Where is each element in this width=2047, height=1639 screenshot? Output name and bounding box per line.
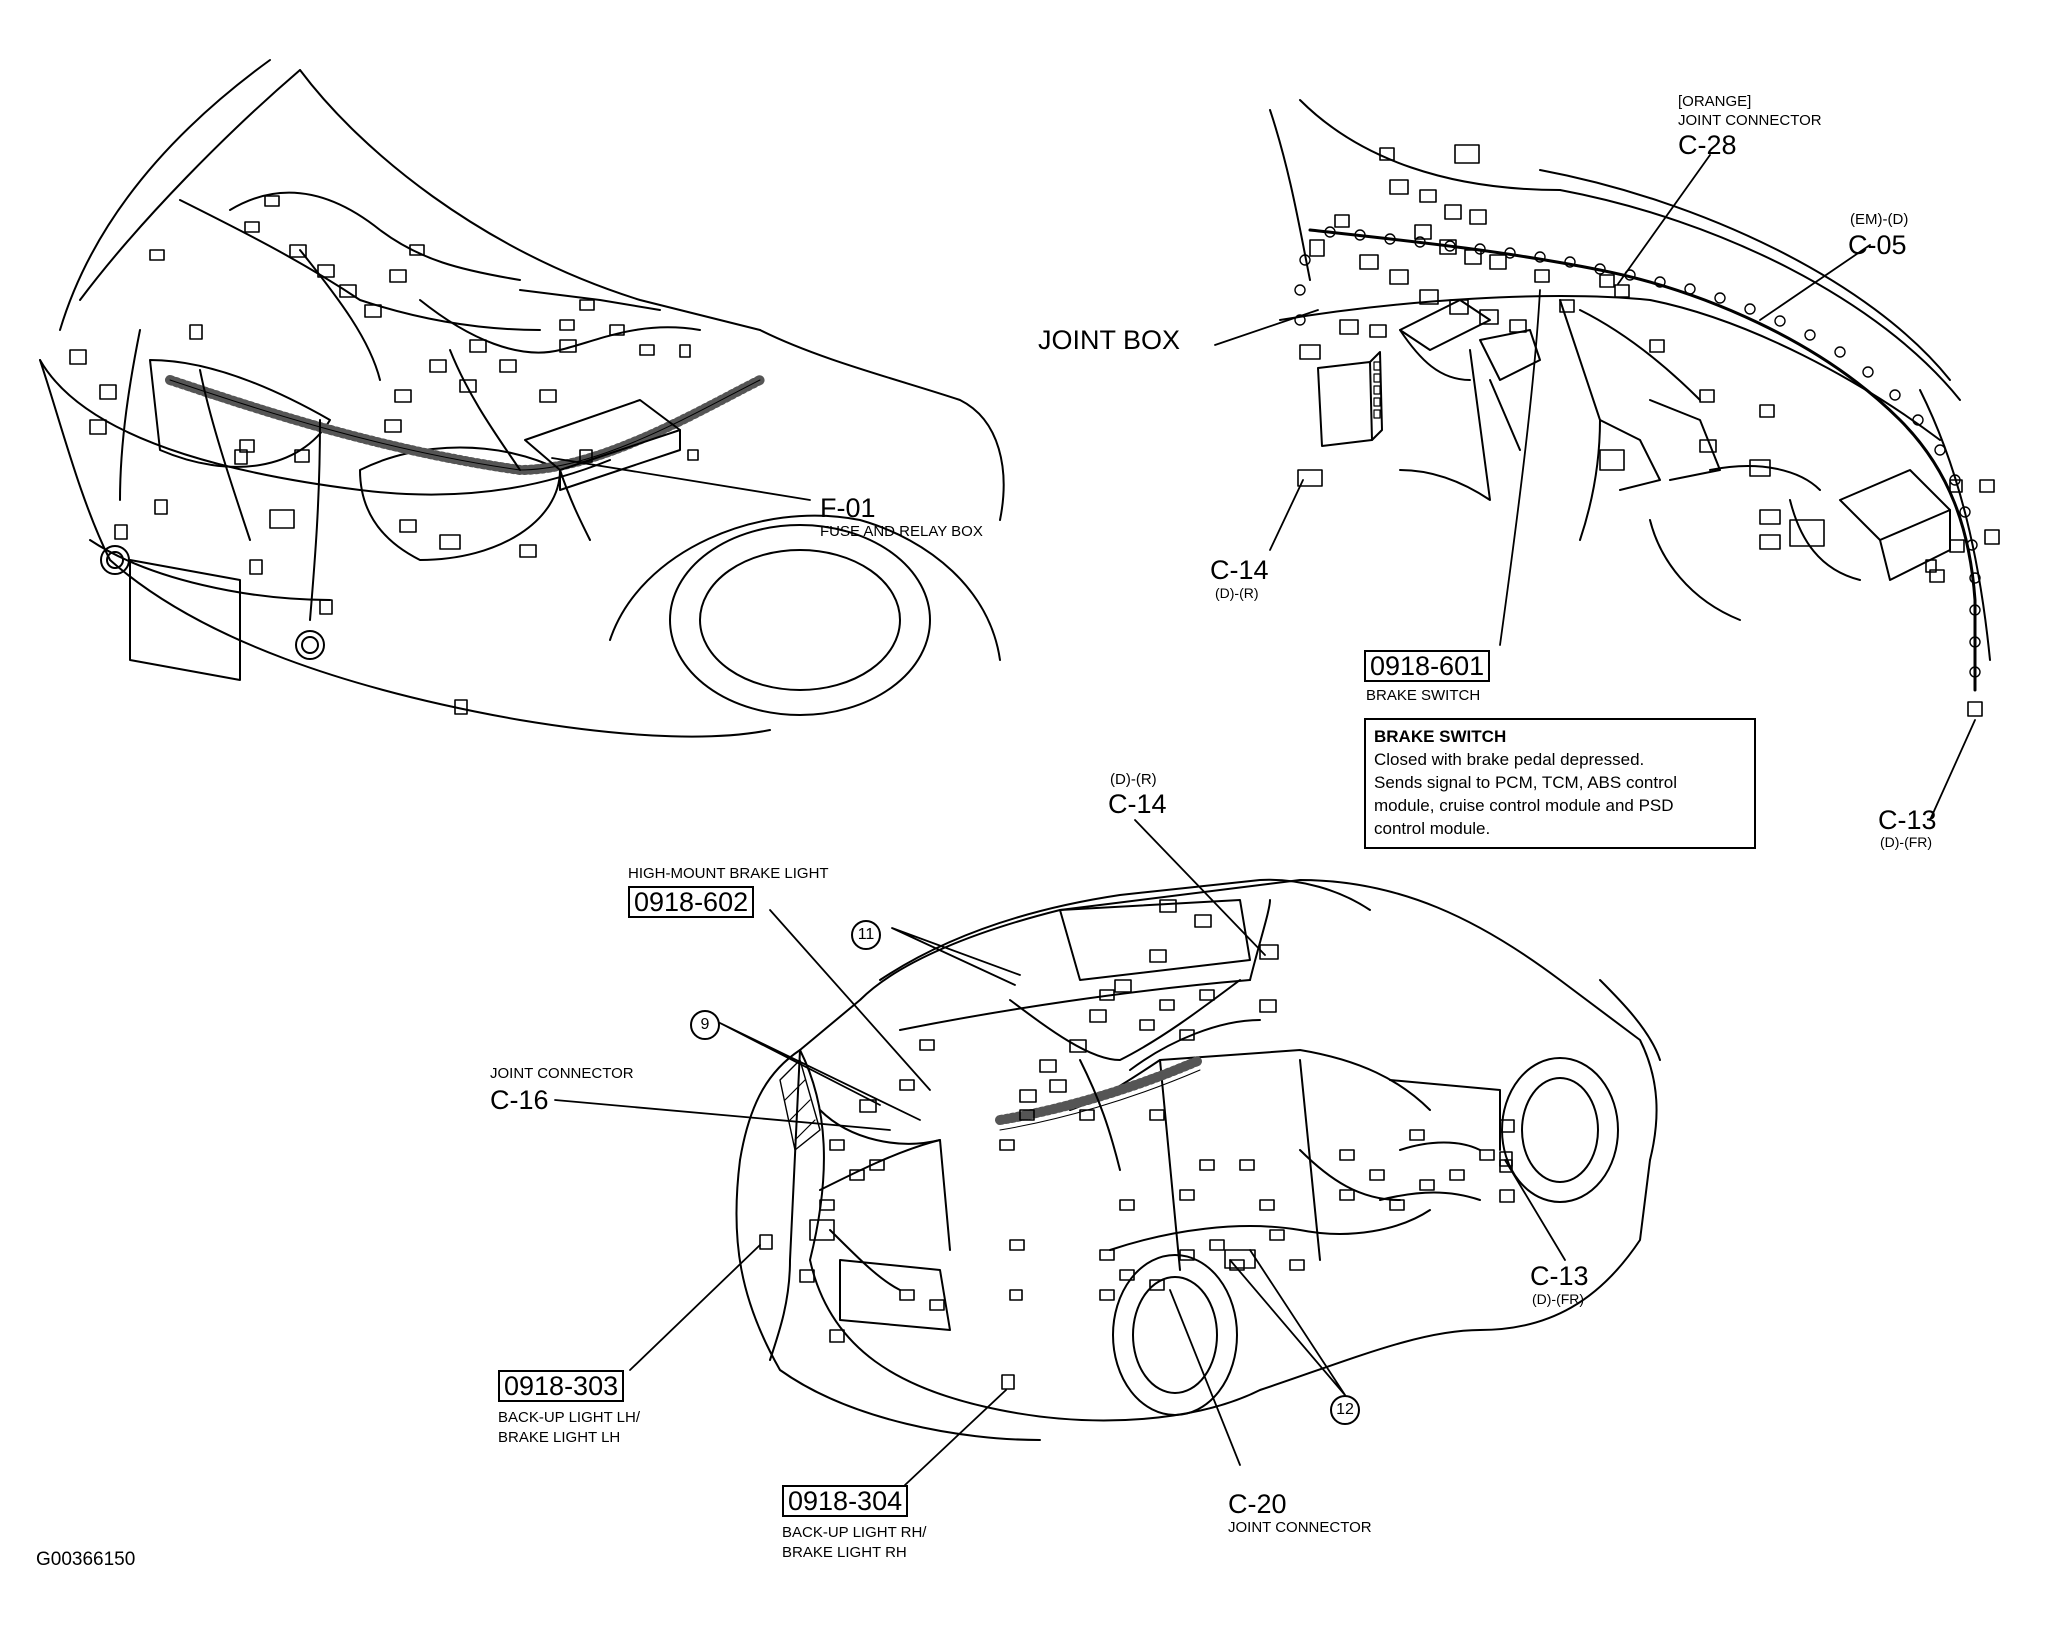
- backup-lh-line-1: BACK-UP LIGHT LH/: [498, 1409, 640, 1426]
- c13-rear-note: (D)-(FR): [1532, 1291, 1585, 1307]
- c16-desc: JOINT CONNECTOR: [490, 1065, 634, 1082]
- rear-view-illustration: [554, 819, 1661, 1486]
- info-box-line-1: Closed with brake pedal depressed.: [1374, 749, 1645, 769]
- fuse-box-code: F-01: [820, 493, 876, 523]
- backup-lh-code: 0918-303: [498, 1370, 625, 1403]
- front-view-illustration: [39, 59, 1005, 738]
- c28-desc: JOINT CONNECTOR: [1678, 112, 1822, 129]
- dash-view-illustration: [1214, 99, 2000, 821]
- c13-dash-note: (D)-(FR): [1880, 834, 1933, 850]
- callout-11: 11: [851, 920, 881, 950]
- backup-rh-line-2: BRAKE LIGHT RH: [782, 1544, 907, 1561]
- c14-dash-note: (D)-(R): [1215, 585, 1259, 601]
- brake-switch-desc: BRAKE SWITCH: [1366, 687, 1481, 704]
- c20-code: C-20: [1228, 1489, 1287, 1519]
- c14-rear-code: C-14: [1108, 789, 1167, 819]
- c14-rear-note: (D)-(R): [1110, 771, 1157, 788]
- figure-id: G00366150: [36, 1549, 136, 1570]
- c13-dash-code: C-13: [1878, 805, 1937, 835]
- high-mount-desc: HIGH-MOUNT BRAKE LIGHT: [628, 865, 829, 882]
- brake-switch-info-box: BRAKE SWITCH Closed with brake pedal dep…: [1364, 718, 1756, 849]
- c13-rear-code: C-13: [1530, 1261, 1589, 1291]
- info-box-title: BRAKE SWITCH: [1374, 727, 1507, 746]
- info-box-line-4: control module.: [1374, 818, 1491, 838]
- backup-rh-code: 0918-304: [782, 1485, 909, 1518]
- high-mount-code: 0918-602: [628, 886, 755, 919]
- callout-9: 9: [690, 1010, 720, 1040]
- joint-box-label: JOINT BOX: [1038, 325, 1181, 355]
- brake-switch-code: 0918-601: [1364, 650, 1491, 683]
- backup-rh-line-1: BACK-UP LIGHT RH/: [782, 1524, 927, 1541]
- backup-lh-line-2: BRAKE LIGHT LH: [498, 1429, 621, 1446]
- fuse-box-desc: FUSE AND RELAY BOX: [820, 523, 983, 540]
- callout-12: 12: [1330, 1395, 1360, 1425]
- c05-code: C-05: [1848, 230, 1907, 260]
- c05-note: (EM)-(D): [1850, 211, 1909, 228]
- info-box-line-3: module, cruise control module and PSD: [1374, 795, 1674, 815]
- c28-code: C-28: [1678, 130, 1737, 160]
- c16-code: C-16: [490, 1085, 549, 1115]
- c28-note: [ORANGE]: [1678, 93, 1752, 110]
- c20-desc: JOINT CONNECTOR: [1228, 1519, 1372, 1536]
- c14-dash-code: C-14: [1210, 555, 1269, 585]
- info-box-line-2: Sends signal to PCM, TCM, ABS control: [1374, 772, 1677, 792]
